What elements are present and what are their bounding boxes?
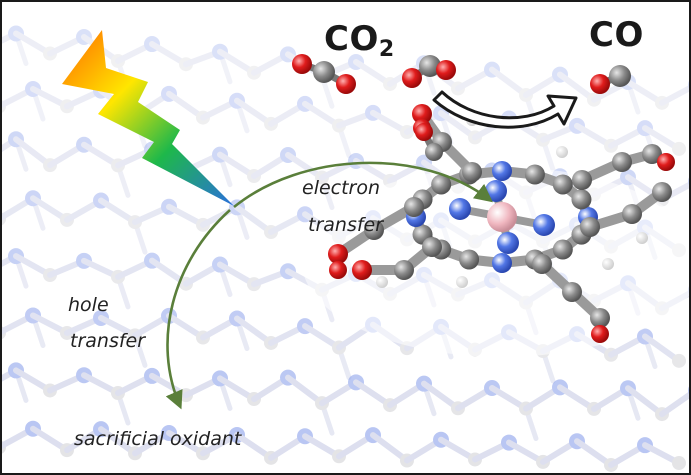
co2-label-main: CO [324, 19, 379, 59]
co2-label: CO2 [324, 22, 395, 61]
lightning-bolt-icon [62, 30, 234, 206]
sacrificial-oxidant-label: sacrificial oxidant [74, 428, 242, 450]
electron-transfer-arrow [233, 161, 493, 209]
molecular-catalyst [328, 104, 675, 343]
co2-label-subscript: 2 [378, 37, 395, 62]
hole-transfer-label-line1: hole [68, 294, 109, 316]
gas-molecules [292, 54, 631, 161]
co-label: CO [589, 15, 644, 55]
electron-transfer-label-line1: electron [302, 177, 381, 199]
lattice-row [2, 420, 686, 472]
conversion-arrow-icon [432, 90, 578, 129]
hole-transfer-arrow [165, 209, 231, 410]
lattice-row [2, 362, 689, 442]
electron-transfer-label-line2: transfer [308, 214, 384, 236]
hole-transfer-label-line2: transfer [70, 330, 146, 352]
